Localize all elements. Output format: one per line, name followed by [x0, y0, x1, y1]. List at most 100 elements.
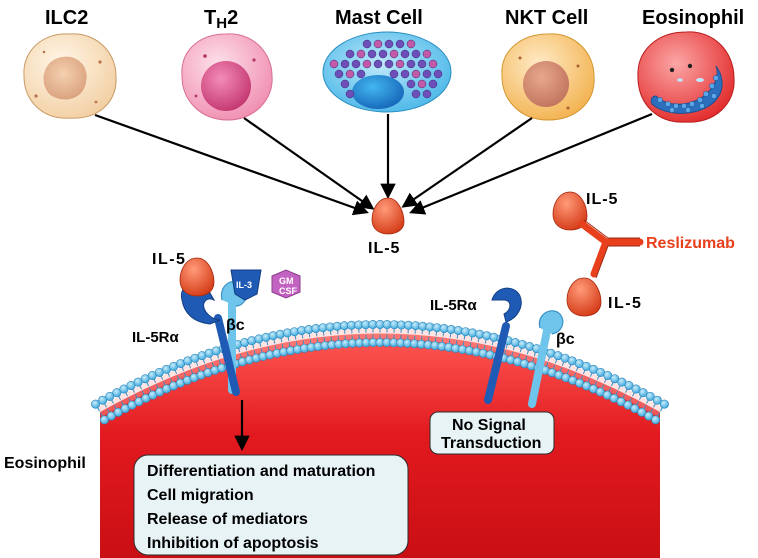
- mast-granule: [411, 69, 421, 79]
- mast-granule: [362, 59, 372, 69]
- right-il5-top-label: IL-5: [586, 191, 618, 208]
- mast-granule: [345, 69, 355, 79]
- mast-granule: [406, 39, 416, 49]
- lipid-head: [645, 391, 655, 401]
- il3-receptor-icon: [230, 269, 262, 301]
- mast-cell-icon: [322, 31, 452, 113]
- mast-granule: [334, 69, 344, 79]
- lipid-head: [113, 407, 123, 417]
- right-il5ra-label: IL-5Rα: [430, 297, 478, 314]
- right-beta-chain: [528, 322, 552, 408]
- il5-molecule-icon: [371, 197, 405, 235]
- lipid-head: [91, 399, 101, 409]
- mast-granule: [395, 59, 405, 69]
- eosinophil-label: Eosinophil: [4, 455, 86, 472]
- gm-csf-icon: [271, 269, 301, 299]
- mast-granule: [378, 49, 388, 59]
- mast-granule: [356, 49, 366, 59]
- eosinophil-granule: [681, 103, 687, 109]
- lipid-head: [105, 391, 115, 401]
- cell-membrane: [91, 319, 669, 425]
- eosinophil-cell-label: Eosinophil: [642, 7, 744, 29]
- cytokine-source-arrows: [94, 112, 653, 216]
- eosinophil-granule: [657, 97, 663, 103]
- lipid-head: [637, 407, 647, 417]
- left-alpha-chain: [214, 314, 240, 396]
- no-signal-line2: Transduction: [441, 435, 541, 452]
- lipid-head: [638, 388, 648, 398]
- nkt-cell-icon: [501, 33, 595, 121]
- lipid-head: [659, 399, 669, 409]
- lipid-head: [98, 395, 108, 405]
- eosinophil-granule: [713, 75, 719, 81]
- effect-item: Release of mediators: [147, 511, 308, 528]
- left-bc-label: βc: [226, 317, 245, 334]
- lipid-head: [630, 404, 640, 414]
- right-bc-label: βc: [556, 331, 575, 348]
- mast-granule: [356, 69, 366, 79]
- mast-granule: [351, 59, 361, 69]
- mast-granule: [384, 59, 394, 69]
- effect-item: Cell migration: [147, 487, 254, 504]
- mast-granule: [389, 49, 399, 59]
- lipid-head: [631, 384, 641, 394]
- mast-granule: [345, 89, 355, 99]
- mast-granule: [340, 59, 350, 69]
- eosinophil-granule: [685, 107, 691, 113]
- gm-label: GM: [279, 276, 294, 286]
- right-il5-bottom-icon: [566, 277, 602, 317]
- mast-granule: [406, 59, 416, 69]
- th2-cell-icon: [181, 33, 273, 121]
- ilc2-label: ILC2: [45, 7, 88, 29]
- eosinophil-granules: [657, 75, 719, 113]
- reslizumab-antibody-icon: [578, 220, 644, 278]
- lipid-head: [112, 388, 122, 398]
- mast-granule: [362, 39, 372, 49]
- reslizumab-antibody-outline: [583, 219, 640, 279]
- mast-granule: [367, 49, 377, 59]
- no-signal-box: No Signal Transduction: [429, 411, 555, 455]
- mast-granule: [428, 79, 438, 89]
- lipid-head: [651, 415, 661, 425]
- effect-item: Differentiation and maturation: [147, 463, 375, 480]
- mast-granule: [395, 39, 405, 49]
- mast-granule: [417, 59, 427, 69]
- mast-granule: [400, 69, 410, 79]
- eosinophil-granule: [673, 103, 679, 109]
- left-il5-molecule-icon: [179, 257, 215, 297]
- right-il5-top-icon: [552, 191, 588, 231]
- right-il5-bottom-label: IL-5: [608, 295, 642, 312]
- mast-granule: [433, 69, 443, 79]
- mast-granule: [411, 89, 421, 99]
- no-signal-line1: No Signal: [452, 417, 526, 434]
- mast-granule: [417, 79, 427, 89]
- eosinophil-granule: [711, 93, 717, 99]
- csf-label: CSF: [279, 286, 298, 296]
- mast-granule: [422, 69, 432, 79]
- left-il5-label: IL-5: [152, 251, 186, 268]
- mast-granule: [373, 59, 383, 69]
- lipid-head: [652, 395, 662, 405]
- right-receptor-complex: IL-5 IL-5 Reslizumab IL-5Rα βc: [430, 191, 735, 408]
- mast-granule: [329, 59, 339, 69]
- nkt-cell-label: NKT Cell: [505, 7, 588, 29]
- mast-granule: [345, 49, 355, 59]
- effects-box: Differentiation and maturation Cell migr…: [133, 454, 409, 556]
- eosinophil-granule: [669, 107, 675, 113]
- left-receptor-complex: IL-3 GM CSF IL-5 IL-5Rα βc: [132, 251, 301, 396]
- mast-granule: [400, 49, 410, 59]
- lipid-head: [99, 415, 109, 425]
- mast-granule: [373, 39, 383, 49]
- mast-granule: [389, 69, 399, 79]
- reslizumab-label: Reslizumab: [646, 235, 735, 252]
- mast-granule: [340, 79, 350, 89]
- eosinophil-granule: [703, 91, 709, 97]
- mast-granule: [422, 89, 432, 99]
- lipid-head: [644, 411, 654, 421]
- mast-granules: [329, 39, 443, 99]
- mast-granule: [384, 39, 394, 49]
- mast-granule: [422, 49, 432, 59]
- mast-granule: [406, 79, 416, 89]
